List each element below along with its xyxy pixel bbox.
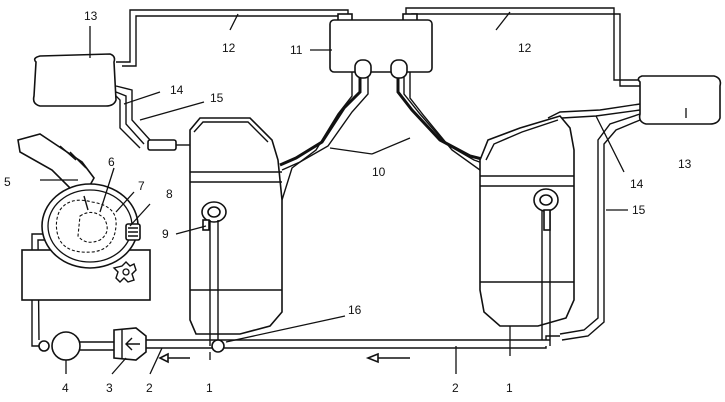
label-13-left: 13	[84, 9, 98, 23]
label-4: 4	[62, 381, 69, 395]
label-10: 10	[372, 165, 386, 179]
label-8: 8	[166, 187, 173, 201]
canister-13-left	[32, 53, 151, 149]
label-2-left: 2	[146, 381, 153, 395]
label-14-left: 14	[170, 83, 184, 97]
label-12-right: 12	[518, 41, 532, 55]
tee-16	[211, 339, 225, 353]
label-11: 11	[290, 43, 303, 57]
connector-fitting	[147, 139, 190, 151]
pipe-12-left	[116, 9, 353, 67]
label-1-left: 1	[206, 381, 213, 395]
label-3: 3	[106, 381, 113, 395]
label-5: 5	[4, 175, 11, 189]
label-15-left: 15	[210, 91, 224, 105]
label-7: 7	[138, 179, 145, 193]
filler-assembly	[17, 133, 141, 269]
fuel-filter-3	[113, 327, 147, 361]
tank-left	[189, 117, 283, 346]
label-12-left: 12	[222, 41, 236, 55]
label-15-right: 15	[632, 203, 646, 217]
label-16: 16	[348, 303, 362, 317]
leader-lines	[40, 11, 687, 375]
label-9: 9	[162, 227, 169, 241]
expansion-tank-11	[279, 19, 489, 201]
label-6: 6	[108, 155, 115, 169]
label-14-right: 14	[630, 177, 644, 191]
label-13-right: 13	[678, 157, 692, 171]
fuel-line-2	[146, 335, 560, 364]
label-2-right: 2	[452, 381, 459, 395]
label-1-right: 1	[506, 381, 513, 395]
tank-right	[479, 115, 575, 346]
callout-labels: 13 12 12 11 14 15 13 10 14 15 5 6 7 8 9 …	[4, 9, 692, 395]
